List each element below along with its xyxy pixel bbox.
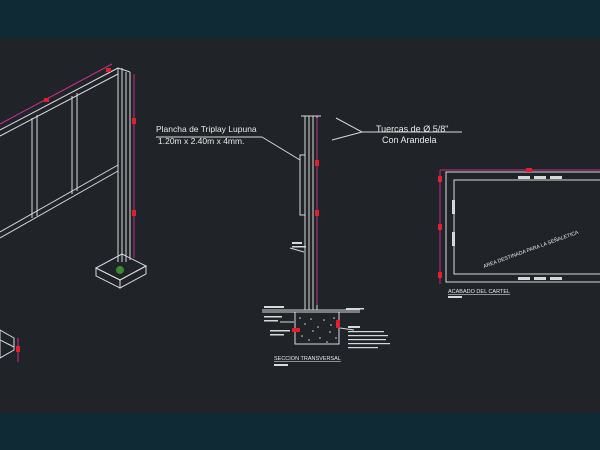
section-post bbox=[262, 115, 360, 345]
section-accents bbox=[292, 118, 340, 332]
plancha-label-line2: 1.20m x 2.40m x 4mm. bbox=[158, 136, 244, 146]
panel-center-text: AREA DESTINADA PARA LA SEÑALETICA bbox=[482, 229, 580, 270]
section-title: SECCION TRANSVERSAL bbox=[274, 356, 341, 362]
plancha-label-line1: Plancha de Triplay Lupuna bbox=[156, 124, 257, 134]
top-leaders bbox=[156, 117, 462, 161]
panel-title: ACABADO DEL CARTEL bbox=[448, 289, 510, 295]
isometric-frame bbox=[0, 67, 148, 359]
tuercas-label-line1: Tuercas de Ø 5/8" bbox=[376, 124, 448, 134]
top-frame-bar bbox=[0, 0, 600, 38]
cad-drawing: Plancha de Triplay Lupuna 1.20m x 2.40m … bbox=[0, 63, 600, 366]
section-scale-note bbox=[274, 364, 288, 366]
panel-scale-note bbox=[448, 296, 462, 298]
panel-dims bbox=[438, 168, 600, 284]
footing-hatch bbox=[298, 317, 337, 343]
drawing-canvas[interactable]: Plancha de Triplay Lupuna 1.20m x 2.40m … bbox=[0, 38, 600, 413]
isometric-dim-ticks bbox=[16, 68, 136, 352]
isometric-dims bbox=[0, 63, 135, 362]
panel-drawing bbox=[445, 171, 600, 283]
tuercas-label-line2: Con Arandela bbox=[382, 135, 437, 145]
bottom-frame-bar bbox=[0, 413, 600, 450]
section-notes bbox=[264, 242, 390, 349]
